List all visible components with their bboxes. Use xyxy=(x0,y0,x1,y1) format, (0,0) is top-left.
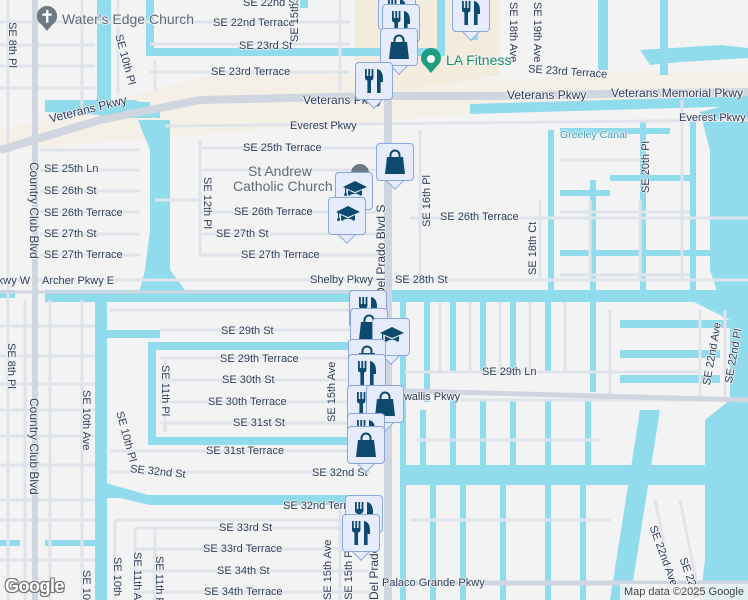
street-label: SE 8th Pl xyxy=(5,343,17,389)
street-label: Shelby Pkwy xyxy=(310,274,373,286)
street-label: SE 16th Pl xyxy=(421,175,433,227)
street-label: SE 33rd St xyxy=(219,522,273,534)
street-label: SE 22nd St xyxy=(243,0,299,9)
graduation-cap-icon xyxy=(336,206,360,223)
street-label: Archer Pkwy E xyxy=(42,275,115,287)
street-label: Everest Pkwy xyxy=(290,120,357,132)
gym-pin-icon xyxy=(421,48,441,73)
fork-knife-icon xyxy=(462,1,480,25)
poi-label: Catholic Church xyxy=(233,178,333,194)
street-label: Palaco Grande Pkwy xyxy=(382,577,485,589)
street-label: Country Club Blvd xyxy=(27,398,41,495)
poi-label: Water's Edge Church xyxy=(62,11,195,27)
street-label: SE 15th Ave xyxy=(326,361,338,422)
street-label: Del Prado Blvd S xyxy=(374,204,388,296)
google-logo: Google xyxy=(5,576,65,596)
fork-knife-icon xyxy=(358,361,376,385)
shopping-bag-icon xyxy=(385,149,405,174)
street-label: SE 26th Terrace xyxy=(234,206,313,218)
shopping-marker[interactable] xyxy=(376,143,414,190)
street-label: SE 28th St xyxy=(395,274,448,286)
graduation-cap-icon xyxy=(343,181,367,198)
street-label: SE 10th Pl xyxy=(111,557,123,600)
street-label: SE 8th Pl xyxy=(6,22,18,68)
map-attribution[interactable]: Map data ©2025 Google xyxy=(619,584,748,600)
restaurant-marker[interactable] xyxy=(355,62,393,109)
shopping-marker[interactable] xyxy=(347,426,385,473)
street-label: Veterans Memorial Pkwy xyxy=(611,86,744,100)
street-label: SE 23rd Terrace xyxy=(211,66,291,78)
street-label: SE 27th St xyxy=(44,228,97,240)
canal-label: Greeley Canal xyxy=(560,129,628,141)
street-label: Country Club Blvd xyxy=(27,162,41,259)
street-label: SE 20th Pl xyxy=(640,141,652,193)
street-label: SE 31st Terrace xyxy=(206,445,285,457)
street-label: Archer Pkwy W xyxy=(0,275,31,287)
marker-box xyxy=(342,514,380,552)
street-label: SE 30th St xyxy=(222,374,275,386)
restaurant-marker[interactable] xyxy=(342,514,380,561)
shopping-bag-icon xyxy=(389,34,409,59)
poi-label: LA Fitness xyxy=(446,52,512,68)
street-label: SE 34th St xyxy=(217,565,270,577)
fork-knife-icon xyxy=(352,521,370,545)
street-label: SE 25th Ln xyxy=(44,163,99,175)
street-label: SE 10th Ave xyxy=(80,390,92,451)
street-label: SE 29th Ln xyxy=(482,366,537,378)
poi-label: St Andrew xyxy=(248,163,312,179)
street-label: SE 19th Ave xyxy=(531,2,543,63)
street-label: SE 31st St xyxy=(233,417,285,429)
street-label: SE 27th Terrace xyxy=(44,249,123,261)
street-label: SE 34th Terrace xyxy=(204,586,283,598)
shopping-bag-icon xyxy=(375,391,395,416)
street-label: SE 11th Pl xyxy=(153,556,165,600)
street-label: SE 30th Terrace xyxy=(208,396,287,408)
street-label: Veterans Pkwy xyxy=(507,88,587,102)
street-label: SE 10th Ave xyxy=(80,570,92,600)
restaurant-marker[interactable] xyxy=(452,0,490,41)
street-label: SE 32nd St xyxy=(312,467,368,479)
marker-box xyxy=(355,62,393,100)
school-marker[interactable] xyxy=(372,318,410,365)
street-label: SE 29th St xyxy=(221,325,274,337)
school-marker[interactable] xyxy=(328,197,366,244)
shopping-marker[interactable] xyxy=(380,28,418,75)
street-label: SE 22nd Terrace xyxy=(213,17,295,29)
street-label: SE 25th Terrace xyxy=(243,142,322,154)
street-label: SE 23rd St xyxy=(239,40,293,52)
street-label: SE 18th Ct xyxy=(527,221,539,275)
street-label: SE 15th Ave xyxy=(289,0,301,42)
cross-icon xyxy=(36,6,58,31)
street-label: SE 26th Terrace xyxy=(440,211,519,223)
street-label: SE 12th Pl xyxy=(201,177,213,229)
street-label: SE 11th Pl xyxy=(159,365,171,417)
street-label: SE 32nd Terrace xyxy=(283,500,365,512)
street-label: SE 27th St xyxy=(216,228,269,240)
street-label: SE 26th St xyxy=(44,185,97,197)
street-label: SE 27th Terrace xyxy=(241,249,320,261)
fork-knife-icon xyxy=(365,69,383,93)
street-label: SE 11th Ave xyxy=(131,552,143,600)
street-label: Everest Pkwy xyxy=(679,112,746,124)
street-label: SE 26th Terrace xyxy=(44,207,123,219)
street-label: SE 29th Terrace xyxy=(220,353,299,365)
street-label: SE 15th Ave xyxy=(322,539,334,600)
marker-box xyxy=(452,0,490,32)
street-label: SE 33rd Terrace xyxy=(203,543,283,555)
shopping-bag-icon xyxy=(356,432,376,457)
